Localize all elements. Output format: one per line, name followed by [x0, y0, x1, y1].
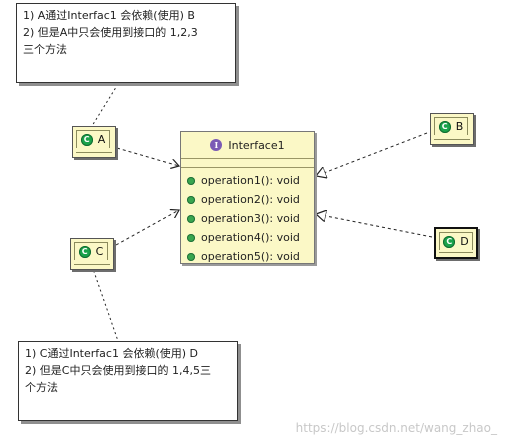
class-a-box[interactable]: C A: [72, 126, 116, 158]
operation-4-row: operation4(): void: [181, 228, 314, 247]
operation-5-label: operation5(): void: [201, 250, 300, 263]
operation-4-label: operation4(): void: [201, 231, 300, 244]
class-a-name: A: [97, 133, 106, 146]
class-c-icon: C: [443, 235, 456, 248]
interface1-title: Interface1: [228, 138, 285, 152]
class-b-divider: [434, 139, 470, 140]
operation-icon: [187, 252, 195, 261]
bottom-note-anchor-line: [91, 265, 119, 342]
operation-icon: [187, 214, 195, 223]
class-c-divider: [74, 264, 110, 265]
top-note-line-1: 1) A通过Interfac1 会依赖(使用) B: [23, 9, 195, 22]
operation-1-label: operation1(): void: [201, 174, 300, 187]
a-to-interface-dependency: [116, 147, 179, 166]
operation-2-label: operation2(): void: [201, 193, 300, 206]
interface-i-icon: I: [210, 139, 223, 151]
bottom-note-line-2: 2) 但是C中只会使用到接口的 1,4,5三: [25, 364, 211, 377]
class-c-icon: C: [80, 133, 93, 146]
class-b-header: C B: [434, 117, 468, 135]
interface1-box[interactable]: I Interface1 operation1(): void operatio…: [180, 131, 315, 264]
class-c-box[interactable]: C C: [70, 238, 114, 270]
d-to-interface-realization: [316, 214, 433, 238]
class-c-icon: C: [438, 120, 451, 133]
operation-icon: [187, 176, 195, 185]
class-a-divider: [76, 152, 112, 153]
operation-2-row: operation2(): void: [181, 190, 314, 209]
top-note-anchor-line: [91, 83, 119, 127]
operation-1-row: operation1(): void: [181, 171, 314, 190]
top-note: 1) A通过Interfac1 会依赖(使用) B 2) 但是A中只会使用到接口…: [16, 3, 236, 83]
class-b-name: B: [455, 120, 464, 133]
b-to-interface-realization: [316, 132, 428, 176]
class-c-icon: C: [78, 245, 91, 258]
operation-5-row: operation5(): void: [181, 247, 314, 266]
class-a-header: C A: [76, 130, 110, 148]
interface1-attribute-section: [181, 159, 314, 168]
class-c-header: C C: [74, 242, 108, 260]
class-d-header: C D: [439, 232, 473, 250]
operation-icon: [187, 195, 195, 204]
class-d-box[interactable]: C D: [434, 227, 478, 259]
bottom-note-line-1: 1) C通过Interfac1 会依赖(使用) D: [25, 347, 198, 360]
top-note-line-3: 三个方法: [23, 43, 67, 56]
operation-icon: [187, 233, 195, 242]
class-d-name: D: [460, 235, 469, 248]
interface1-operations: operation1(): void operation2(): void op…: [181, 168, 314, 266]
operation-3-label: operation3(): void: [201, 212, 300, 225]
interface1-header: I Interface1: [181, 132, 314, 159]
class-b-box[interactable]: C B: [430, 113, 474, 145]
operation-3-row: operation3(): void: [181, 209, 314, 228]
bottom-note: 1) C通过Interfac1 会依赖(使用) D 2) 但是C中只会使用到接口…: [18, 341, 238, 421]
bottom-note-line-3: 个方法: [25, 381, 58, 394]
top-note-line-2: 2) 但是A中只会使用到接口的 1,2,3: [23, 26, 198, 39]
c-to-interface-dependency: [115, 210, 179, 246]
class-d-divider: [439, 252, 473, 253]
watermark: https://blog.csdn.net/wang_zhao_: [295, 421, 497, 435]
class-c-name: C: [95, 245, 104, 258]
